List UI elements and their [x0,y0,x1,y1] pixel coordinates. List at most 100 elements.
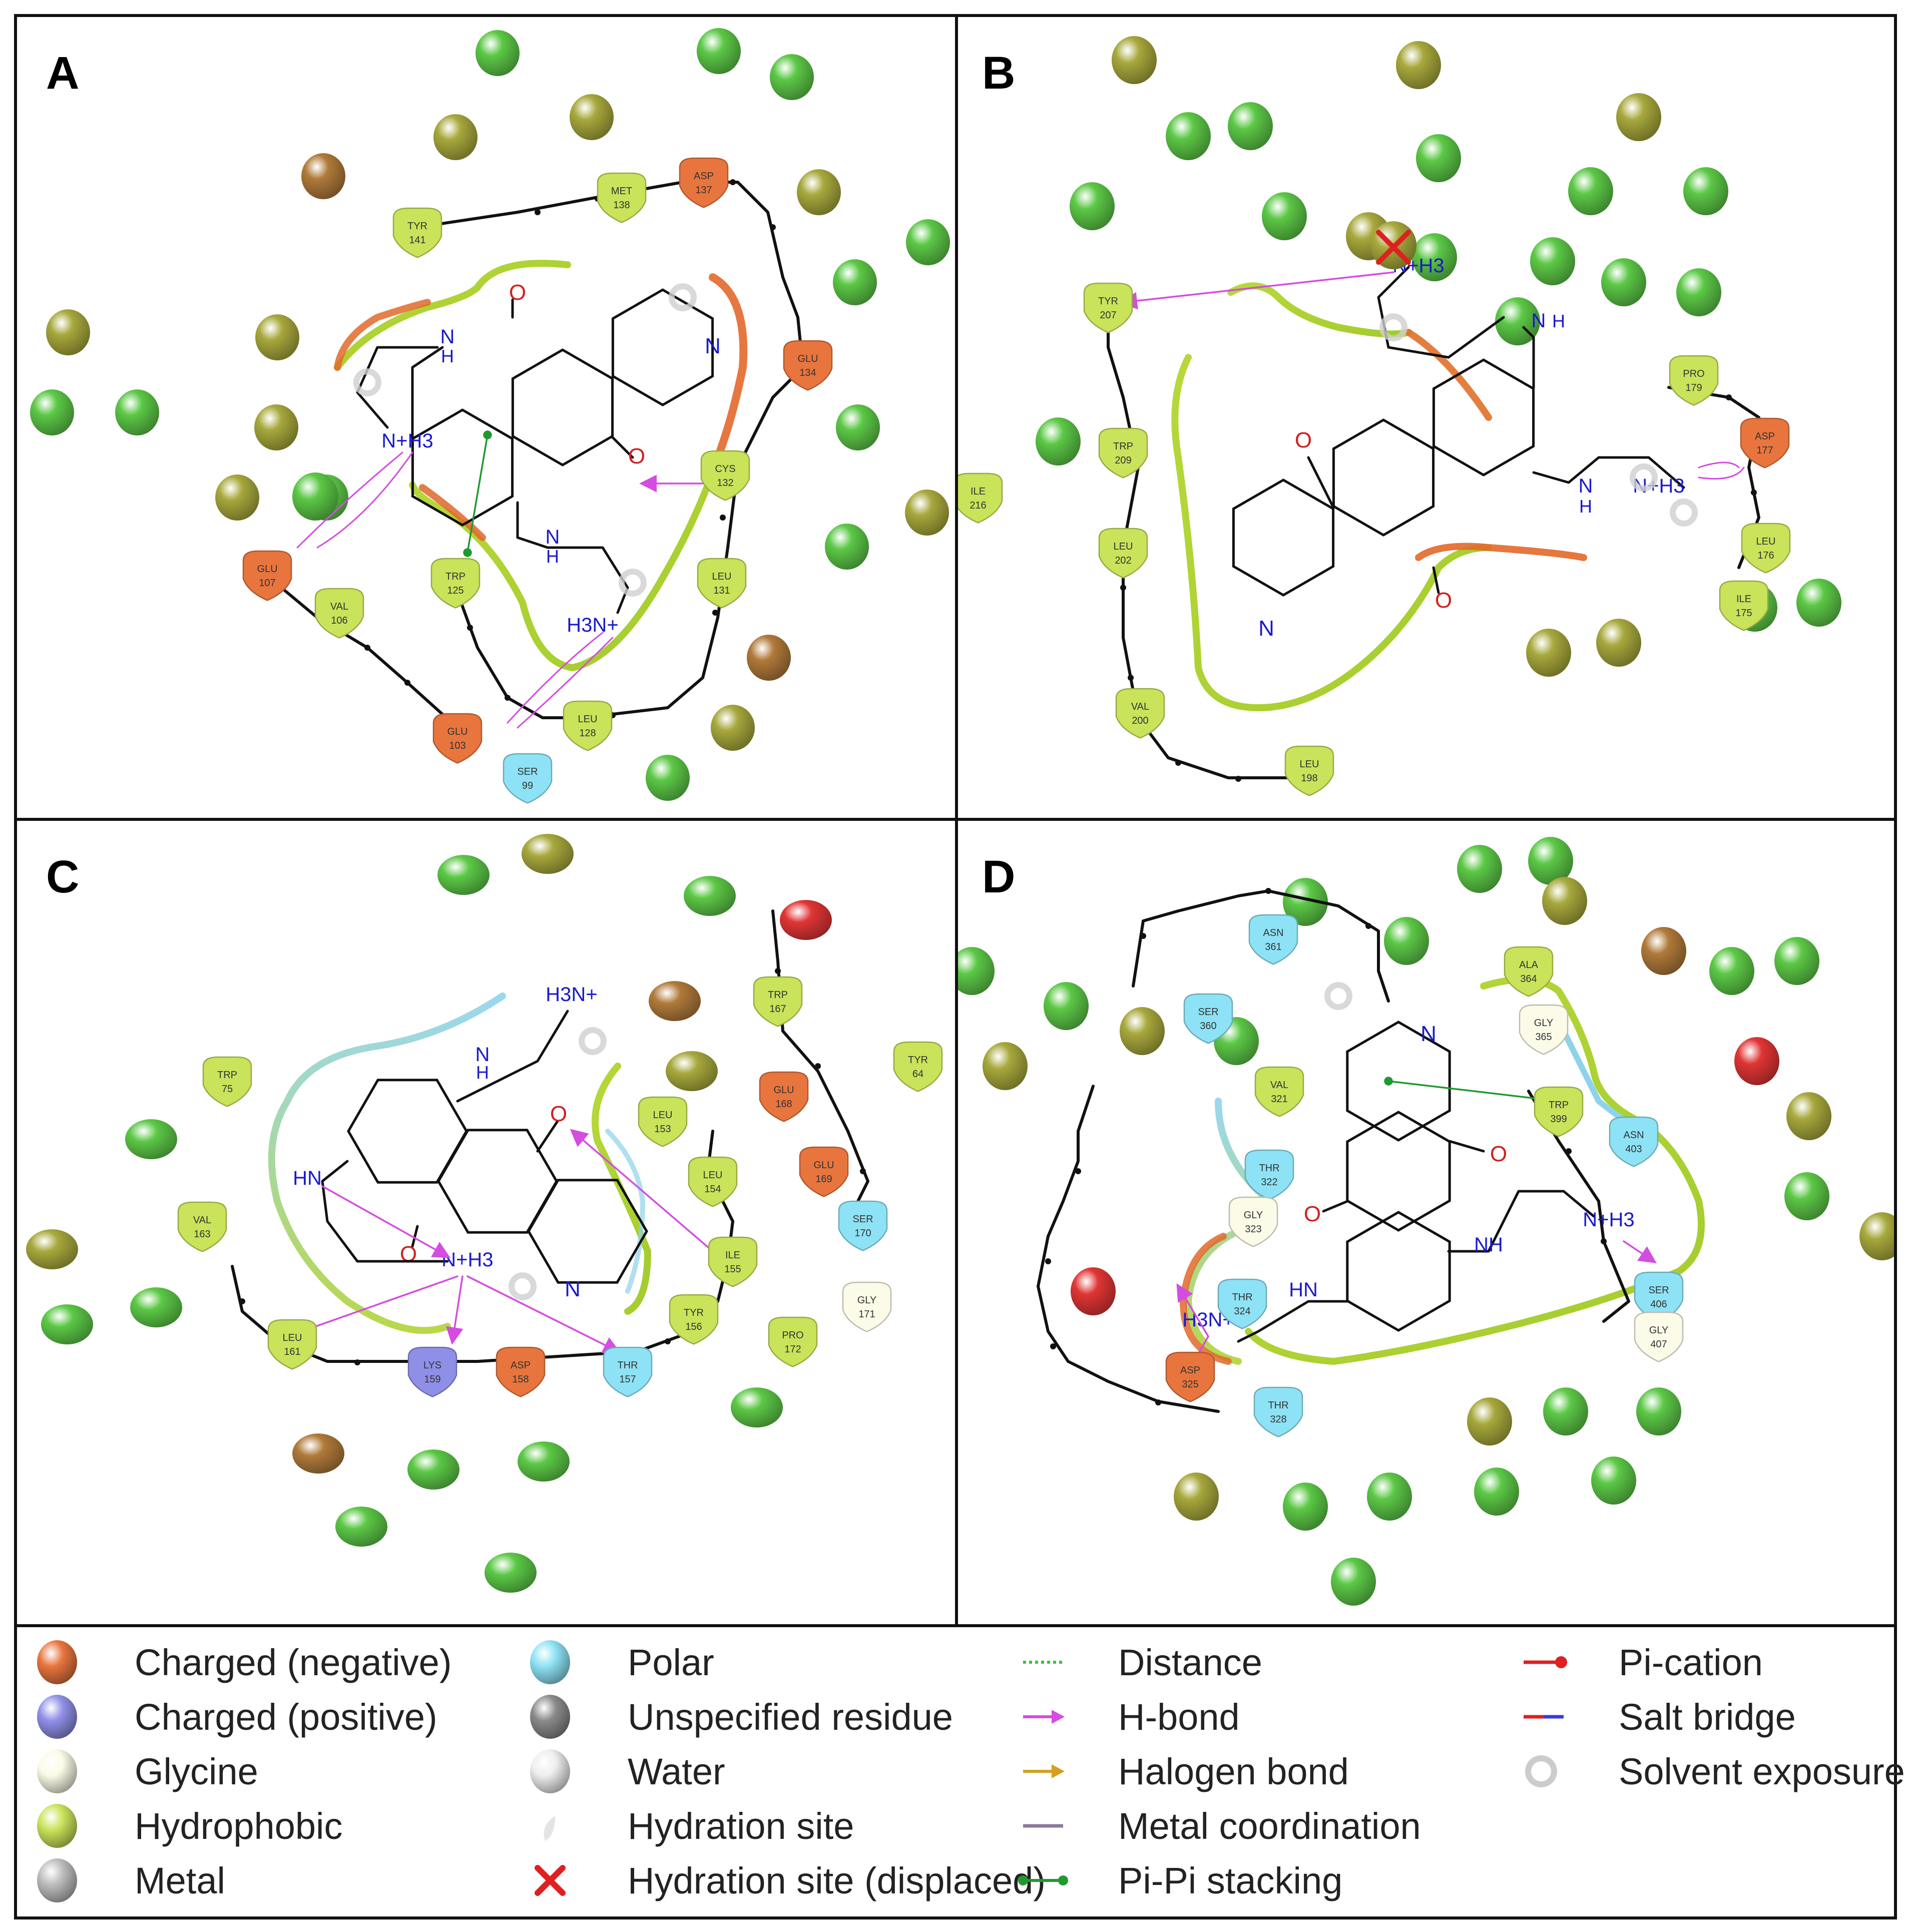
solvent-exposure [1630,463,1658,492]
legend: Charged (negative)Charged (positive)Glyc… [14,1624,1905,1919]
water-sphere [747,635,791,681]
ligand-ring [511,348,614,466]
residue-number: 403 [1625,1144,1642,1155]
h-bond [466,1275,621,1353]
water-sphere [292,472,338,521]
residue-name: ILE [971,486,986,497]
water-sphere [255,314,299,360]
water-sphere [1283,1483,1328,1531]
water-sphere [1367,1473,1412,1521]
hydration-site-displaced [1376,230,1411,265]
residue-number: 399 [1550,1114,1567,1125]
legend-label: Glycine [135,1750,258,1792]
water-sphere [1044,982,1089,1030]
residue-name: VAL [1270,1080,1288,1091]
residue-name: PRO [782,1330,803,1341]
water-sphere [1228,102,1273,150]
atom-label: H [441,346,454,366]
legend-item: Salt bridge [1516,1692,1796,1742]
residue-name: TYR [908,1055,928,1066]
water-sphere [1641,927,1686,975]
h-bond [570,1129,714,1252]
residue-number: 216 [970,500,986,511]
residue-number: 172 [784,1344,801,1355]
pocket-contour [268,993,506,1334]
legend-item: Distance [1016,1637,1262,1687]
solvent-exposure [1670,499,1698,527]
residue-name: ALA [1519,959,1538,971]
legend-item: Pi-cation [1516,1637,1763,1687]
legend-label: Metal coordination [1118,1805,1421,1847]
residue-name: ASP [694,171,714,182]
residue-name: GLY [857,1295,877,1306]
residue-number: 406 [1650,1299,1667,1310]
water-sphere [1384,917,1429,965]
residue-number: 365 [1535,1032,1552,1043]
legend-label: Halogen bond [1118,1750,1349,1792]
atom-label: H [476,1062,489,1083]
residue-number: 132 [717,477,733,489]
residue-number: 169 [815,1174,832,1185]
legend-label: Hydration site (displaced) [628,1859,1046,1901]
water-sphere [522,834,574,874]
solvent-exposure [1379,313,1407,341]
residue-name: ASP [511,1360,531,1371]
legend-item: Metal [32,1855,225,1905]
atom-label: N [1532,310,1546,332]
residue-number: 324 [1234,1306,1250,1317]
water-sphere [836,404,880,450]
legend-symbol [1016,1637,1071,1687]
residue-name: MET [611,186,632,197]
residue-number: 168 [775,1099,792,1110]
ligand-ring [437,1129,558,1234]
water-sphere [1709,947,1754,995]
residue-number: 175 [1735,608,1752,619]
ligand-ring [411,408,514,527]
ligand-ring [1346,1211,1451,1332]
residue-name: LEU [712,571,732,582]
ligand-ring [611,288,714,406]
residue-number: 407 [1650,1339,1667,1350]
legend-symbol [525,1746,580,1796]
legend-symbol [1016,1692,1071,1742]
ammonium-label: N+H3 [1583,1209,1634,1231]
water-sphere [26,1229,78,1269]
residue-ile-216: ILE 216 [958,472,1003,524]
residue-number: 157 [619,1374,636,1385]
legend-symbol [1516,1637,1571,1687]
water-sphere [1683,167,1728,215]
panel-c-diagram: OONHNH3N+HNN+H3TRP75VAL163LEU161LYS159AS… [26,834,943,1593]
atom-label: O [400,1242,417,1266]
residue-name: CYS [715,463,735,474]
water-sphere [1601,258,1646,306]
residue-name: LEU [653,1110,673,1121]
atom-label: H [546,546,559,567]
residue-name: SER [1198,1007,1218,1018]
legend-item: Unspecified residue [525,1692,953,1742]
water-sphere [1596,619,1641,667]
legend-label: Charged (positive) [135,1696,437,1738]
atom-label: N [1420,1022,1437,1046]
ligand-ring [1432,358,1535,476]
water-sphere [797,169,841,215]
residue-name: LEU [1300,759,1319,770]
residue-name: VAL [1131,701,1149,712]
residue-name: GLY [1244,1210,1263,1221]
residue-number: 161 [284,1346,300,1357]
